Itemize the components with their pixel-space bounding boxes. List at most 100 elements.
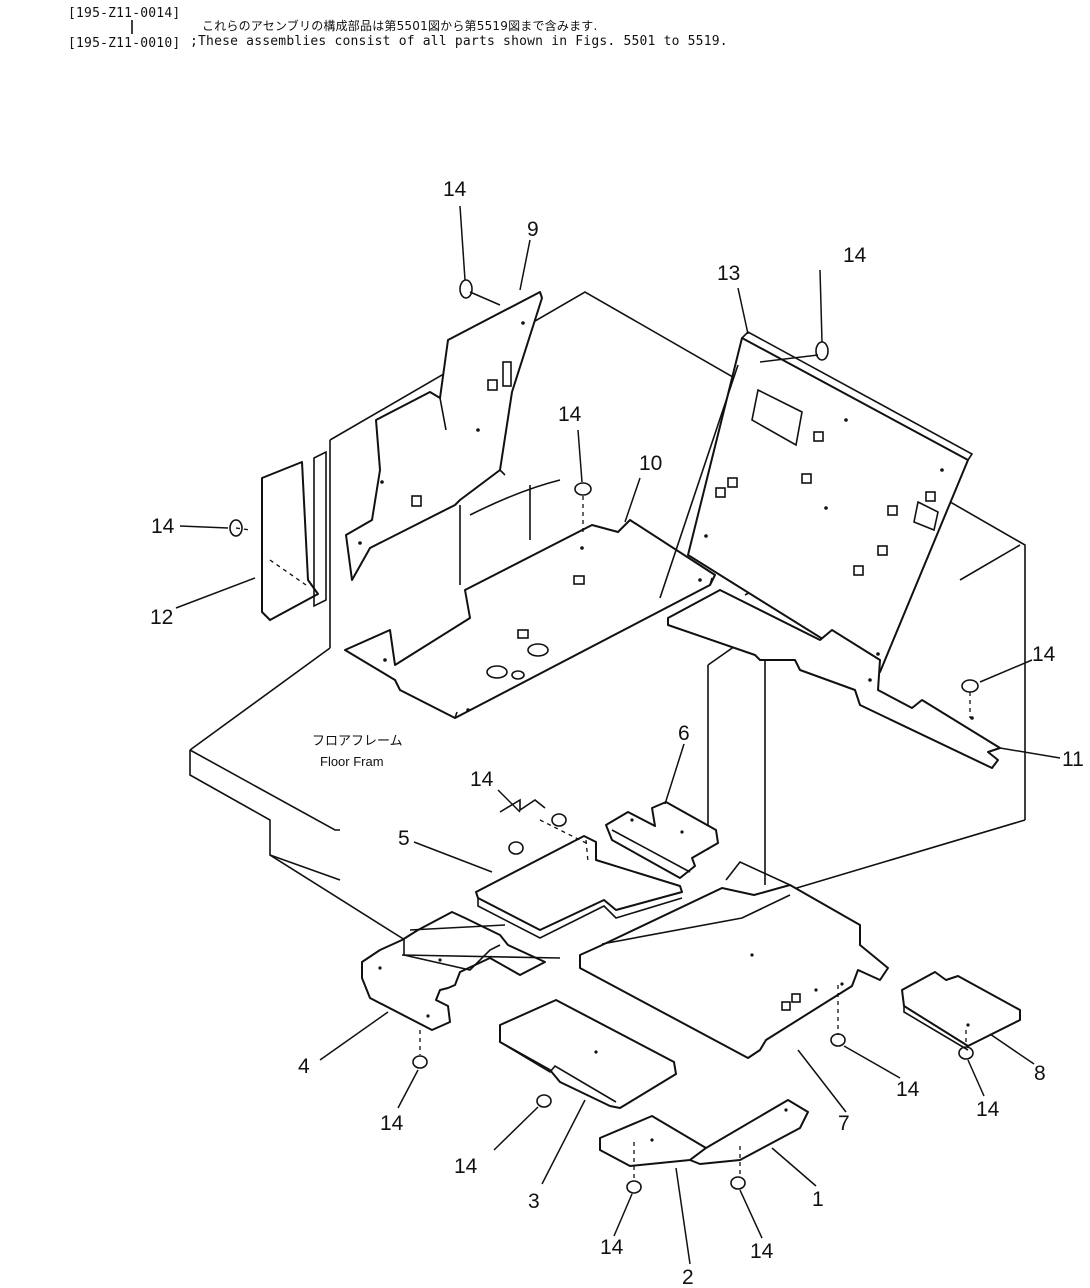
part-number-6: 6 bbox=[678, 722, 690, 745]
part-13-hole bbox=[801, 473, 812, 484]
part-10-bolt bbox=[580, 546, 584, 550]
part-10-body bbox=[344, 519, 716, 719]
part-number-10: 10 bbox=[639, 452, 662, 475]
part-10-hole-3 bbox=[511, 670, 525, 680]
part-1-body bbox=[689, 1099, 809, 1165]
washer-14 bbox=[574, 482, 592, 496]
part-5-block bbox=[475, 798, 683, 939]
part-13-hole bbox=[853, 565, 864, 576]
part-1-bolt bbox=[784, 1108, 788, 1112]
part-9-bolt bbox=[358, 541, 362, 545]
floor-frame-inner-posts bbox=[459, 485, 531, 585]
part-6-bolt bbox=[680, 830, 684, 834]
part-10-hole-1 bbox=[486, 665, 508, 679]
leader-9 bbox=[519, 239, 531, 291]
part-13-notch bbox=[913, 500, 939, 532]
part-9-body bbox=[345, 291, 543, 581]
part-4-bolt bbox=[426, 1014, 430, 1018]
part-13-lower-edge bbox=[659, 364, 739, 599]
part-number-14: 14 bbox=[750, 1240, 774, 1263]
part-6-front-edge bbox=[611, 829, 691, 873]
part-13-hole bbox=[887, 505, 898, 516]
part-11-plate bbox=[667, 589, 1001, 769]
hidden-connector bbox=[539, 819, 591, 846]
assembly-code-2: [195-Z11-0010] bbox=[68, 36, 181, 51]
washer-14 bbox=[958, 1046, 974, 1060]
floor-frame-right-edge bbox=[789, 819, 1026, 891]
part-13-hole bbox=[727, 477, 738, 488]
part-13-hole bbox=[877, 545, 888, 556]
part-4-upper-edge bbox=[403, 938, 501, 971]
floor-frame-rear-corner bbox=[959, 544, 1021, 581]
leader-14 bbox=[613, 1193, 633, 1237]
part-5-bracket bbox=[499, 798, 546, 813]
part-number-14: 14 bbox=[1032, 643, 1056, 666]
part-number-2: 2 bbox=[682, 1266, 694, 1288]
part-13-bolt bbox=[844, 418, 848, 422]
part-number-11: 11 bbox=[1062, 748, 1084, 771]
part-3-front-edge bbox=[499, 1041, 617, 1103]
part-9-bolt bbox=[476, 428, 480, 432]
floor-frame: フロアフレーム Floor Fram bbox=[189, 291, 1026, 941]
part-4-bolt bbox=[438, 958, 442, 962]
washer-14 bbox=[459, 279, 473, 299]
leader-12 bbox=[175, 577, 256, 609]
floor-frame-pillar bbox=[707, 625, 766, 885]
hidden-connectors bbox=[235, 496, 971, 1055]
part-5-hidden-line bbox=[585, 839, 589, 863]
part-10-square-hole bbox=[573, 575, 585, 585]
leader-7 bbox=[797, 1049, 847, 1113]
part-number-14: 14 bbox=[558, 403, 582, 426]
leader-8 bbox=[989, 1033, 1035, 1065]
washer-14 bbox=[961, 679, 979, 693]
part-13-window bbox=[751, 388, 803, 447]
part-7-plate bbox=[579, 861, 889, 1059]
part-10-plate bbox=[344, 519, 716, 719]
part-number-5: 5 bbox=[398, 827, 410, 850]
part-number-14: 14 bbox=[470, 768, 494, 791]
part-13-hole bbox=[715, 487, 726, 498]
part-9-hole-2 bbox=[411, 495, 422, 507]
part-12-plate bbox=[261, 450, 327, 621]
assembly-code-1: [195-Z11-0014] bbox=[68, 6, 181, 21]
part-number-7: 7 bbox=[838, 1112, 850, 1135]
part-3-body bbox=[499, 999, 677, 1109]
part-10-hole-2 bbox=[527, 643, 549, 657]
leader-14 bbox=[179, 525, 229, 529]
washer-14 bbox=[551, 813, 567, 827]
washer-14 bbox=[815, 341, 829, 361]
floor-frame-curve bbox=[469, 479, 561, 516]
part-number-14: 14 bbox=[976, 1098, 1000, 1121]
leader-14 bbox=[469, 291, 501, 306]
part-9-bolt bbox=[521, 321, 525, 325]
part-13-hole bbox=[813, 431, 824, 442]
part-4-plate bbox=[361, 911, 561, 1031]
part-number-4: 4 bbox=[298, 1055, 310, 1078]
part-11-bolt bbox=[868, 678, 872, 682]
part-7-upper-rim bbox=[601, 894, 791, 945]
part-number-14: 14 bbox=[896, 1078, 920, 1101]
part-7-bolt bbox=[814, 988, 818, 992]
part-number-8: 8 bbox=[1034, 1062, 1046, 1085]
part-4-bolt bbox=[378, 966, 382, 970]
assembly-note-english: ;These assemblies consist of all parts s… bbox=[190, 34, 728, 49]
part-10-bolt bbox=[466, 708, 470, 712]
part-9-step-edges bbox=[439, 397, 506, 476]
part-12-body bbox=[261, 461, 319, 621]
part-number-14: 14 bbox=[600, 1236, 624, 1259]
hidden-connector bbox=[235, 527, 251, 531]
part-5-thickness bbox=[477, 897, 683, 939]
part-13-top-edge bbox=[741, 331, 974, 461]
washer-14 bbox=[626, 1180, 642, 1194]
part-7-bolt bbox=[840, 982, 844, 986]
part-7-bolt bbox=[750, 953, 754, 957]
part-13-bolt bbox=[704, 534, 708, 538]
part-9-panel bbox=[345, 291, 543, 581]
part-7-riser bbox=[725, 861, 791, 886]
washer-14 bbox=[536, 1094, 552, 1108]
part-number-14: 14 bbox=[843, 244, 867, 267]
leader-14 bbox=[397, 1069, 419, 1109]
part-13-bolt bbox=[876, 652, 880, 656]
leader-lines bbox=[175, 205, 1061, 1265]
